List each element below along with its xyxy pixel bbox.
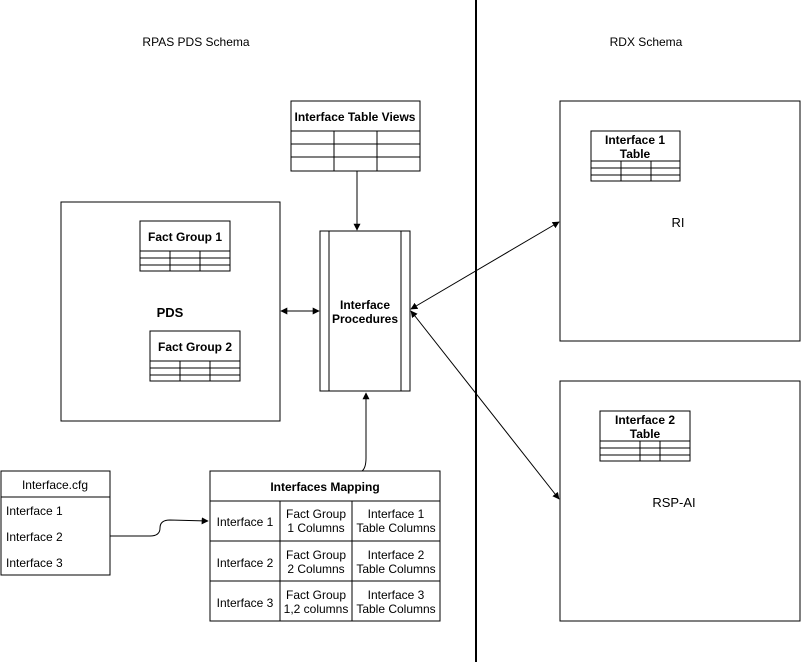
rsp-ai-label: RSP-AI <box>652 495 695 510</box>
arrow-procedures-ri-bidirectional <box>410 221 560 310</box>
mapping-row-3-name: Interface 3 <box>217 596 274 610</box>
interface-1-table-title-line2: Table <box>620 147 651 161</box>
interface-1-table-title-line1: Interface 1 <box>605 133 665 147</box>
rpas-pds-schema-title: RPAS PDS Schema <box>142 35 249 49</box>
interface-procedures: Interface Procedures <box>319 230 411 392</box>
mapping-row-1-table-line2: Table Columns <box>356 521 435 535</box>
ri-container: RI Interface 1 Table <box>559 100 801 342</box>
mapping-row-1-name: Interface 1 <box>217 515 274 529</box>
interface-procedures-label-line1: Interface <box>340 298 390 312</box>
rsp-ai-container: RSP-AI Interface 2 Table <box>559 380 801 622</box>
interface-2-table: Interface 2 Table <box>599 410 691 462</box>
mapping-row-2-name: Interface 2 <box>217 556 274 570</box>
fact-group-2-table: Fact Group 2 <box>149 330 241 382</box>
interface-cfg: Interface.cfg Interface 1 Interface 2 In… <box>0 470 111 576</box>
arrow-mapping-to-procedures <box>361 392 370 472</box>
mapping-row-3-fact-line1: Fact Group <box>286 588 346 602</box>
mapping-row-3-fact-line2: 1,2 columns <box>284 602 349 616</box>
mapping-row-2-table-line2: Table Columns <box>356 562 435 576</box>
interfaces-mapping-table: Interfaces Mapping Interface 1 Fact Grou… <box>209 470 441 622</box>
interface-1-table: Interface 1 Table <box>590 130 681 182</box>
mapping-row-2-table-line1: Interface 2 <box>368 548 425 562</box>
interface-procedures-label-line2: Procedures <box>332 312 398 326</box>
ri-label: RI <box>672 215 685 230</box>
interfaces-mapping-title: Interfaces Mapping <box>270 480 379 494</box>
interface-cfg-item-2: Interface 2 <box>6 530 63 544</box>
interface-table-views-title: Interface Table Views <box>295 110 416 124</box>
fact-group-2-title: Fact Group 2 <box>158 340 232 354</box>
arrow-cfg-to-mapping <box>110 517 209 537</box>
fact-group-1-table: Fact Group 1 <box>139 220 231 272</box>
rdx-schema-title: RDX Schema <box>610 35 683 49</box>
pds-label: PDS <box>157 305 184 320</box>
fact-group-1-title: Fact Group 1 <box>148 230 222 244</box>
interface-2-table-title-line2: Table <box>630 427 661 441</box>
mapping-row-3-table-line2: Table Columns <box>356 602 435 616</box>
interface-table-views: Interface Table Views <box>290 100 421 172</box>
mapping-row-3-table-line1: Interface 3 <box>368 588 425 602</box>
pds-container: PDS Fact Group 1 Fact Group 2 <box>60 201 281 422</box>
mapping-row-1-table-line1: Interface 1 <box>368 507 425 521</box>
interface-cfg-item-3: Interface 3 <box>6 556 63 570</box>
mapping-row-1-fact-line1: Fact Group <box>286 507 346 521</box>
interface-cfg-item-1: Interface 1 <box>6 504 63 518</box>
arrow-procedures-rsp-ai-bidirectional <box>410 310 560 500</box>
mapping-row-2-fact-line2: 2 Columns <box>287 562 344 576</box>
interface-cfg-title: Interface.cfg <box>22 478 88 492</box>
mapping-row-1-fact-line2: 1 Columns <box>287 521 344 535</box>
interface-2-table-title-line1: Interface 2 <box>615 413 675 427</box>
mapping-row-2-fact-line1: Fact Group <box>286 548 346 562</box>
